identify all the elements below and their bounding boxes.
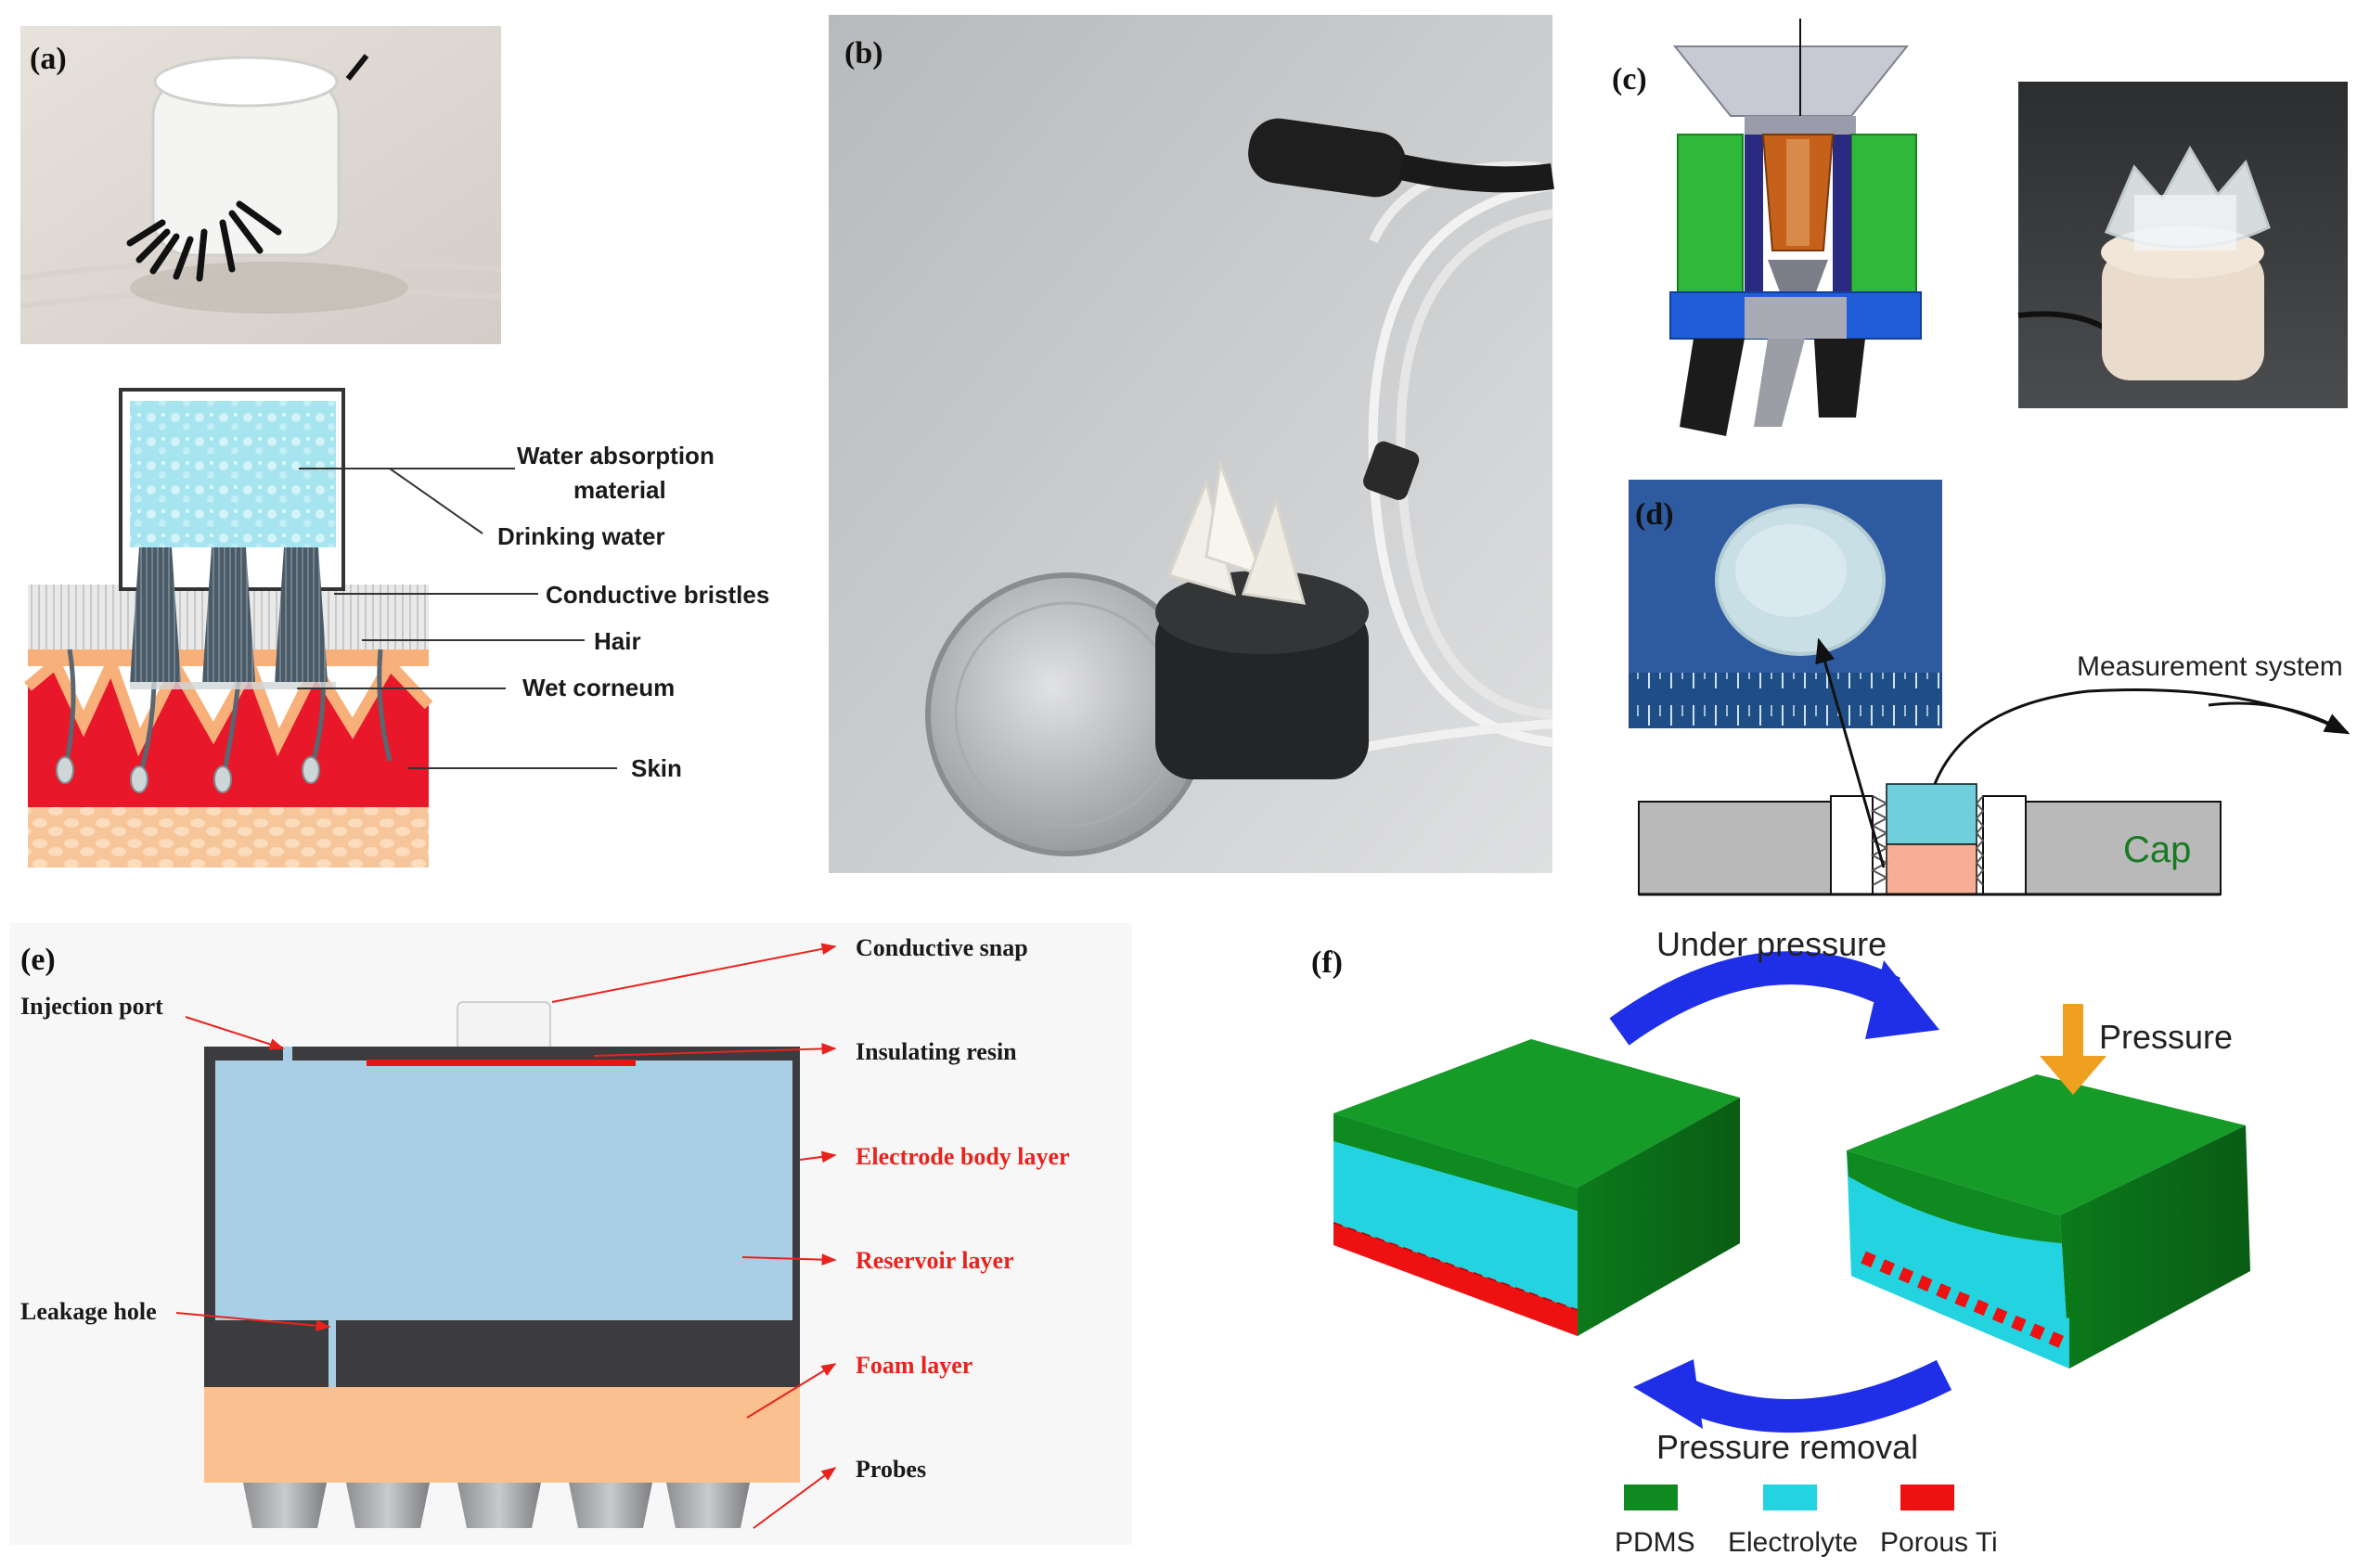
label-insulating-resin: Insulating resin [856, 1038, 1017, 1065]
label-wet-corneum: Wet corneum [522, 674, 675, 701]
panel-d-letter: (d) [1635, 497, 1674, 532]
panel-b: (b) [829, 15, 1554, 873]
label-water-absorption: Water absorption [517, 442, 715, 469]
panel-a-letter: (a) [30, 42, 67, 76]
panel-c-photo [2017, 82, 2348, 408]
panel-d-photo [1629, 480, 1942, 728]
panel-e-letter: (e) [20, 943, 56, 977]
pressure-removal-arrow [1672, 1359, 1952, 1433]
label-cap: Cap [2123, 829, 2191, 870]
panel-c: (c) [1612, 19, 2348, 436]
electrode-block-relaxed [1333, 1039, 1740, 1336]
label-conductive-bristles: Conductive bristles [546, 581, 769, 609]
panel-f: (f) Under pressure Pressure Pressur [1311, 925, 2250, 1558]
pressure-arrow [2063, 1004, 2083, 1060]
label-water-absorption-2: material [573, 476, 666, 504]
label-electrode-body-layer: Electrode body layer [856, 1143, 1070, 1170]
panel-c-cad [1669, 19, 1922, 436]
electrode-cross-section [204, 1001, 800, 1528]
panel-a: (a) [19, 26, 769, 868]
panel-f-letter: (f) [1311, 945, 1343, 980]
panel-a-photo [19, 26, 502, 344]
panel-e: (e) C [9, 923, 1132, 1545]
label-under-pressure: Under pressure [1656, 925, 1887, 963]
legend-label-pdms: PDMS [1615, 1527, 1695, 1558]
label-probes: Probes [856, 1456, 926, 1483]
legend-label-electrolyte: Electrolyte [1728, 1527, 1858, 1558]
label-conductive-snap: Conductive snap [856, 934, 1028, 961]
label-leakage-hole: Leakage hole [20, 1298, 157, 1325]
under-pressure-arrow [1609, 951, 1901, 1046]
label-drinking-water: Drinking water [497, 522, 665, 550]
label-pressure-removal: Pressure removal [1656, 1428, 1918, 1466]
label-hair: Hair [594, 627, 641, 655]
label-injection-port: Injection port [20, 993, 163, 1020]
panel-b-letter: (b) [844, 36, 883, 71]
panel-a-schematic: Water absorption material Drinking water… [24, 388, 769, 868]
electrode-block-compressed [1847, 1074, 2250, 1369]
label-skin: Skin [631, 754, 682, 782]
legend-swatch-pdms [1624, 1484, 1678, 1510]
panel-c-letter: (c) [1612, 62, 1647, 96]
label-foam-layer: Foam layer [856, 1352, 972, 1379]
panel-d-schematic: Measurement system Cap [1638, 637, 2351, 896]
label-pressure: Pressure [2099, 1018, 2233, 1056]
panel-d: (d) Measurement system Cap [1629, 480, 2351, 896]
legend-label-porous-ti: Porous Ti [1880, 1527, 1998, 1558]
label-measurement-system: Measurement system [2077, 651, 2343, 682]
legend-swatch-porous-ti [1900, 1484, 1954, 1510]
label-reservoir-layer: Reservoir layer [856, 1247, 1014, 1274]
legend-swatch-electrolyte [1763, 1484, 1817, 1510]
panel-f-legend: PDMS Electrolyte Porous Ti [1615, 1484, 1998, 1558]
